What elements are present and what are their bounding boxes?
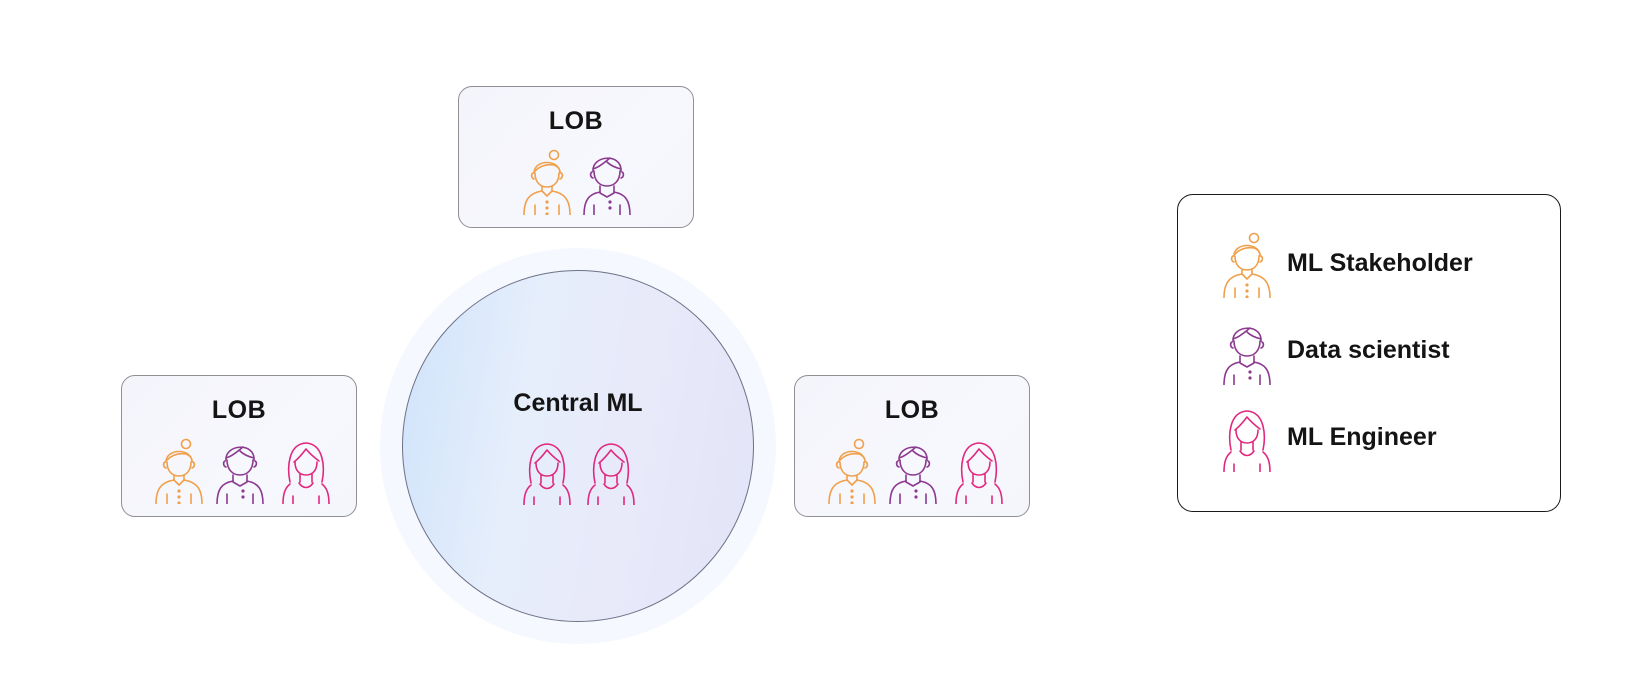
- lob-title: LOB: [211, 396, 267, 424]
- lob-title: LOB: [548, 107, 604, 135]
- lob-box-right: LOB: [794, 375, 1030, 517]
- data-scientist-icon: [580, 149, 634, 215]
- legend-label-ml-engineer: ML Engineer: [1287, 423, 1437, 451]
- ml-engineer-icon: [952, 438, 1006, 504]
- ml-engineer-icon: [279, 438, 333, 504]
- legend-label-stakeholder: ML Stakeholder: [1287, 249, 1473, 277]
- central-ml-circle: Central ML: [402, 270, 754, 622]
- lob-title: LOB: [884, 396, 940, 424]
- legend: ML Stakeholder Data scientist ML Enginee…: [1177, 194, 1561, 512]
- ml-engineer-icon: [1220, 406, 1274, 472]
- stakeholder-icon: [1220, 232, 1274, 298]
- data-scientist-icon: [886, 438, 940, 504]
- stakeholder-icon: [825, 438, 879, 504]
- data-scientist-icon: [1220, 319, 1274, 385]
- lob-box-left: LOB: [121, 375, 357, 517]
- stakeholder-icon: [152, 438, 206, 504]
- ml-engineer-icon: [520, 439, 574, 505]
- data-scientist-icon: [213, 438, 267, 504]
- ml-engineer-icon: [584, 439, 638, 505]
- legend-label-data-scientist: Data scientist: [1287, 336, 1450, 364]
- stakeholder-icon: [520, 149, 574, 215]
- central-ml-title: Central ML: [513, 389, 643, 417]
- lob-box-top: LOB: [458, 86, 694, 228]
